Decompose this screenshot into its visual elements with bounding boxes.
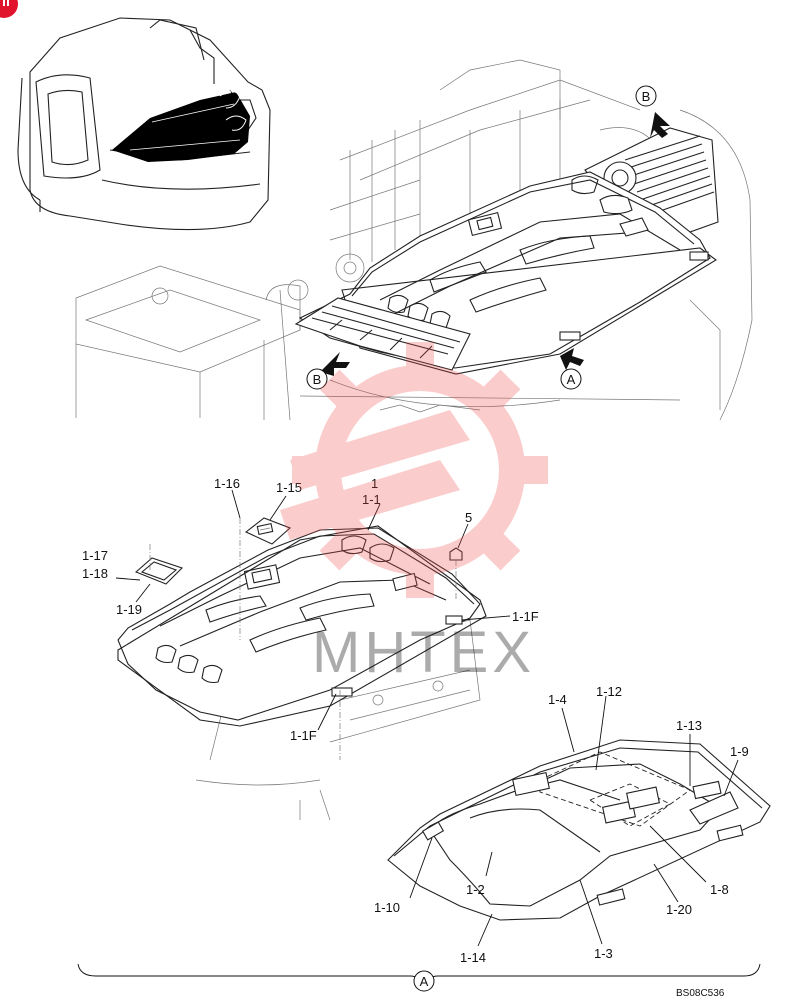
view-marker-b-top: B (635, 85, 657, 107)
callout-1-13: 1-13 (676, 718, 702, 733)
callout-1-4: 1-4 (548, 692, 567, 707)
view-arrows (320, 112, 670, 376)
excavator-location-inset (17, 17, 271, 231)
callout-1-3: 1-3 (594, 946, 613, 961)
callout-1-12: 1-12 (596, 684, 622, 699)
watermark-logo (280, 342, 548, 598)
corner-badge-icon (0, 0, 18, 18)
callout-1-18: 1-18 (82, 566, 108, 581)
callout-1-20: 1-20 (666, 902, 692, 917)
callout-1-10: 1-10 (374, 900, 400, 915)
callout-1-1: 1-1 (362, 492, 381, 507)
svg-text:B: B (642, 89, 651, 104)
watermark-text: MHTEX (312, 620, 535, 685)
svg-text:B: B (313, 372, 322, 387)
drawing-code: BS08C536 (676, 988, 725, 999)
callout-5: 5 (465, 510, 472, 525)
svg-text:A: A (567, 372, 576, 387)
callout-1-1F-left: 1-1F (290, 728, 317, 743)
cover-location-highlight (112, 92, 250, 162)
callout-1-17: 1-17 (82, 548, 108, 563)
gear-icon (280, 342, 548, 598)
exploded-cover-view (117, 517, 487, 821)
callout-1-15: 1-15 (276, 480, 302, 495)
view-a-bracket: A (77, 963, 761, 992)
machine-frame-view (75, 59, 753, 421)
callout-1: 1 (371, 476, 378, 491)
callout-1-14: 1-14 (460, 950, 486, 965)
callout-1-16: 1-16 (214, 476, 240, 491)
callout-1-1F-right: 1-1F (512, 609, 539, 624)
callout-1-19: 1-19 (116, 602, 142, 617)
callout-1-8: 1-8 (710, 882, 729, 897)
callout-labels: 1 1-1 1-16 1-15 5 1-17 1-18 1-19 1-1F 1-… (82, 476, 749, 965)
view-marker-b-left: B (306, 368, 328, 390)
leader-lines (115, 489, 739, 947)
callout-1-9: 1-9 (730, 744, 749, 759)
view-marker-a-front: A (560, 368, 582, 390)
cover-liner-view (387, 739, 771, 921)
svg-text:A: A (420, 974, 429, 989)
callout-1-2: 1-2 (466, 882, 485, 897)
